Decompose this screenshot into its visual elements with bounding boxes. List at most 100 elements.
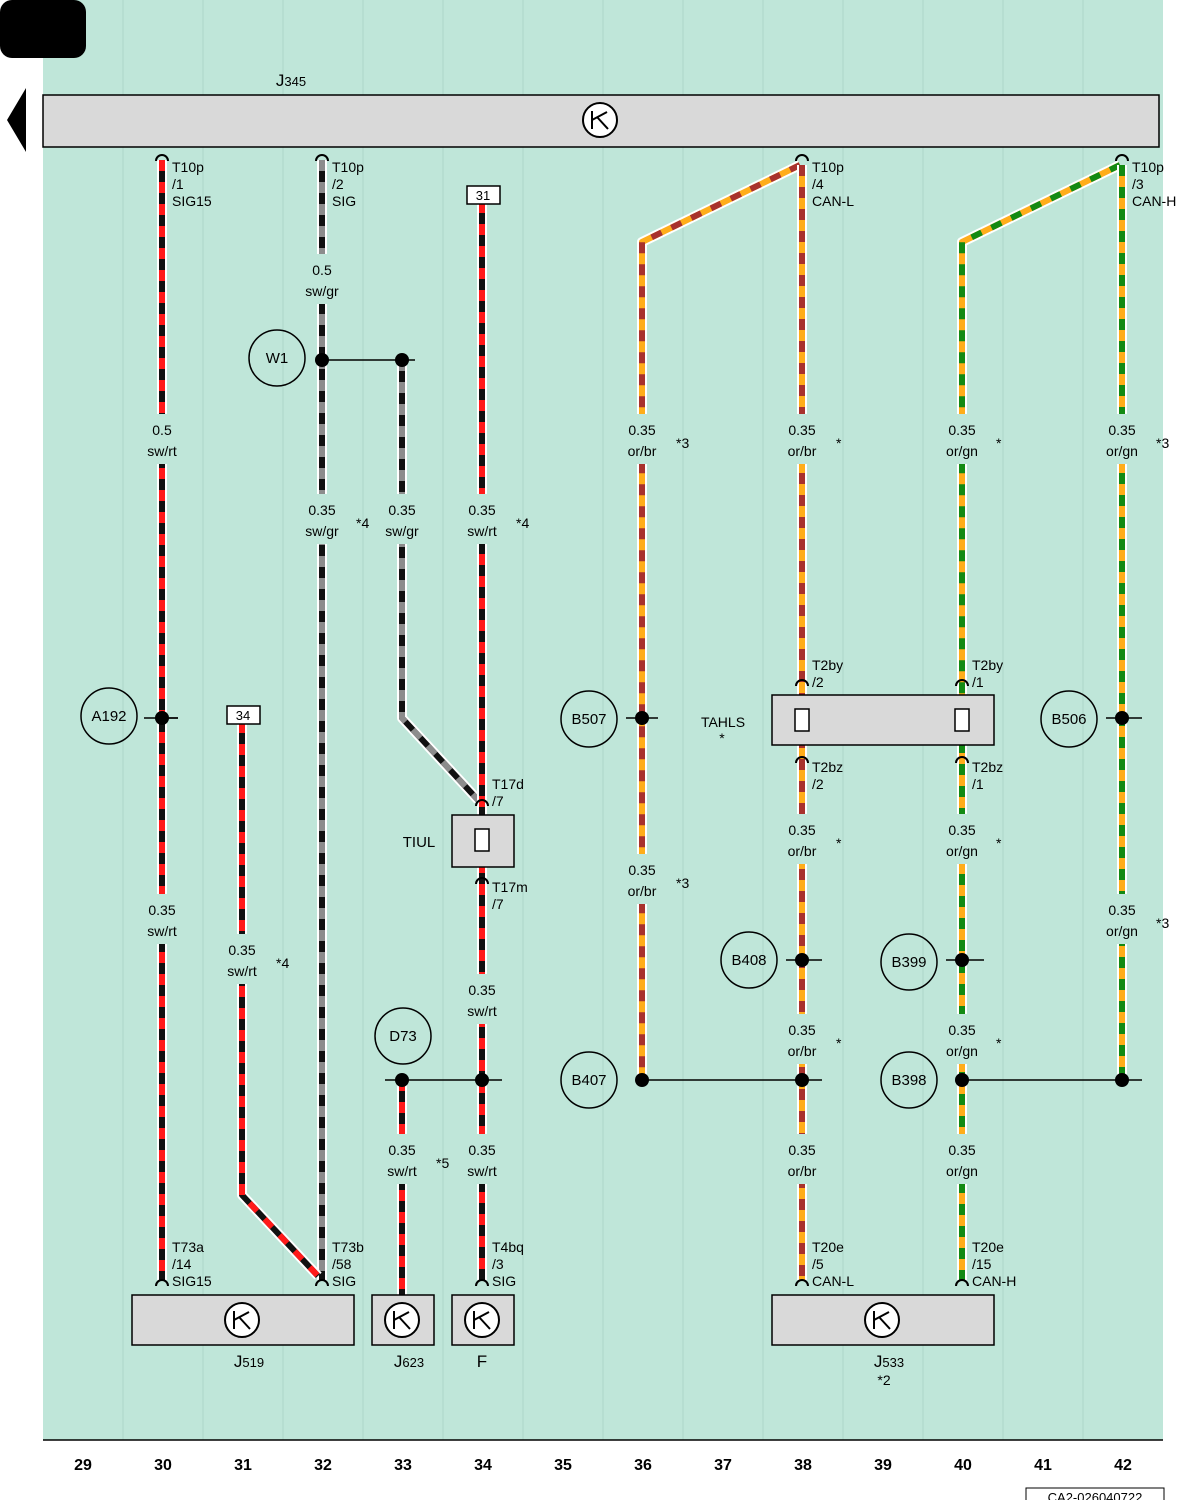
component-subscript: 519 <box>242 1355 264 1370</box>
junction-label-b399: B399 <box>891 954 926 971</box>
wire-color-code: sw/rt <box>227 963 257 979</box>
wire-size: 0.35 <box>1108 422 1135 438</box>
pin-label: /7 <box>492 793 504 809</box>
pin-label: SIG <box>332 193 356 209</box>
wire-color-code: or/br <box>788 843 817 859</box>
wire-label-gap <box>468 494 496 544</box>
pin-label: T2bz <box>972 759 1003 775</box>
wire-label-gap <box>468 974 496 1024</box>
junction-label-b408: B408 <box>731 952 766 969</box>
junction-dot <box>635 711 649 725</box>
terminal-box-label: 34 <box>236 708 250 723</box>
wire-label-gap <box>148 414 176 464</box>
inline-connector-icon <box>474 828 490 852</box>
wire-footnote: * <box>996 435 1002 451</box>
wire-size: 0.5 <box>312 262 332 278</box>
pin-label: SIG15 <box>172 1273 212 1289</box>
pin-terminal <box>955 1279 969 1287</box>
pin-label: T4bq <box>492 1239 524 1255</box>
pin-terminal <box>315 154 329 162</box>
wire-can-l-branch-stripe <box>639 162 802 1080</box>
wire-color-code: or/gn <box>1106 923 1138 939</box>
column-number: 35 <box>554 1457 572 1474</box>
pin-label: T17d <box>492 776 524 792</box>
pin-label: T10p <box>172 159 204 175</box>
wire-label-gap <box>788 814 816 864</box>
pin-terminal <box>155 154 169 162</box>
wire-label-gap <box>788 414 816 464</box>
pin-label: /3 <box>1132 176 1144 192</box>
wire-label-gap <box>948 1134 976 1184</box>
wire-label-gap <box>628 854 656 904</box>
wire-footnote: * <box>996 835 1002 851</box>
wire-col33-branch-stripe <box>399 360 481 803</box>
wire-color-code: sw/rt <box>147 443 177 459</box>
wire-label-gap <box>388 1134 416 1184</box>
wire-footnote: *3 <box>676 435 689 451</box>
wire-label-gap <box>1108 894 1136 944</box>
wire-label-gap <box>948 414 976 464</box>
column-number: 41 <box>1034 1457 1052 1474</box>
junction-dot <box>795 1073 809 1087</box>
inline-connector-icon <box>794 708 810 732</box>
pin-label: T73b <box>332 1239 364 1255</box>
pin-label: SIG15 <box>172 193 212 209</box>
pin-terminal <box>955 679 969 687</box>
junction-dot <box>315 353 329 367</box>
junction-label-a192: A192 <box>91 708 126 725</box>
pin-label: T10p <box>812 159 844 175</box>
wire-footnote: * <box>836 1035 842 1051</box>
pin-label: SIG <box>492 1273 516 1289</box>
doc-code: CA2-026040722 <box>1048 1490 1143 1500</box>
wire-color-code: or/gn <box>1106 443 1138 459</box>
wire-size: 0.35 <box>628 422 655 438</box>
wire-size: 0.35 <box>948 422 975 438</box>
junction-label-circle <box>248 329 306 387</box>
pin-terminal <box>795 679 809 687</box>
pin-terminal <box>1115 154 1129 162</box>
wire-size: 0.35 <box>628 862 655 878</box>
terminal-box <box>466 185 501 205</box>
component-subscript: 623 <box>402 1355 424 1370</box>
wire-color-code: sw/rt <box>467 1003 497 1019</box>
junction-label-d73: D73 <box>389 1028 417 1045</box>
pin-label: T2by <box>972 657 1003 673</box>
wire-size: 0.35 <box>948 822 975 838</box>
junction-dot <box>1115 1073 1129 1087</box>
page-back-arrow-icon[interactable] <box>7 88 26 152</box>
control-unit-icon-glyph <box>873 1311 891 1330</box>
wire-color-code: or/br <box>628 883 657 899</box>
component-name-j345: J345 <box>276 71 306 90</box>
junction-label-circle <box>720 931 778 989</box>
component-note: * <box>719 730 725 746</box>
junction-label-b506: B506 <box>1051 711 1086 728</box>
pin-label: T2bz <box>812 759 843 775</box>
wire-footnote: *4 <box>516 515 529 531</box>
pin-label: T10p <box>332 159 364 175</box>
control-unit-icon-glyph <box>591 111 609 130</box>
wire-label-gap <box>1108 414 1136 464</box>
control-unit-icon-glyph <box>473 1311 491 1330</box>
wire-color-code: or/br <box>788 443 817 459</box>
column-number: 39 <box>874 1457 892 1474</box>
pin-terminal <box>795 756 809 764</box>
column-number: 37 <box>714 1457 732 1474</box>
component-name-f: F <box>477 1352 487 1371</box>
pin-terminal <box>795 154 809 162</box>
pin-label: T2by <box>812 657 843 673</box>
junction-dot <box>395 1073 409 1087</box>
terminal-box-label: 31 <box>476 188 490 203</box>
wire-footnote: *3 <box>676 875 689 891</box>
column-number: 32 <box>314 1457 332 1474</box>
pin-label: T20e <box>812 1239 844 1255</box>
wire-size: 0.35 <box>948 1142 975 1158</box>
junction-dot <box>795 953 809 967</box>
pin-label: /5 <box>812 1256 824 1272</box>
wire-footnote: * <box>836 835 842 851</box>
wire-size: 0.35 <box>788 1142 815 1158</box>
wire-footnote: *5 <box>436 1155 449 1171</box>
wire-label-gap <box>628 414 656 464</box>
wire-label-gap <box>308 494 336 544</box>
pin-terminal <box>315 1279 329 1287</box>
pin-label: /1 <box>172 176 184 192</box>
